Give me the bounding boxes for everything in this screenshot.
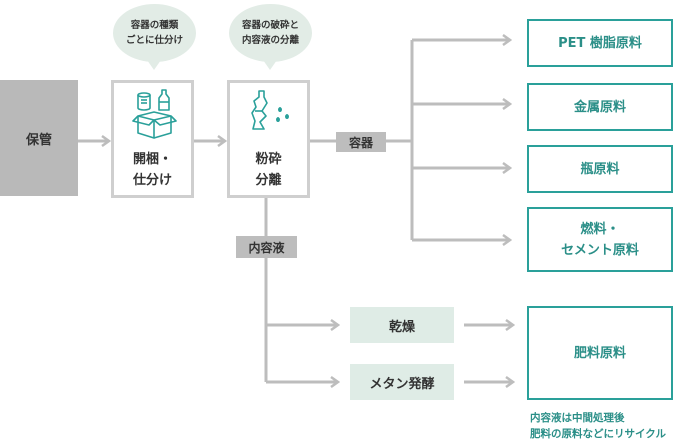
fuel-cement-label-line1: 燃料・ (580, 221, 620, 237)
drying-process: 乾燥 (350, 307, 454, 343)
crushed-bottle-icon (251, 90, 289, 130)
storage-box: 保管 (0, 80, 78, 196)
unpack-sort-step: 開梱・ 仕分け (111, 80, 194, 198)
crush-note-line1: 容器の破砕と (241, 20, 299, 31)
fertilizer-label: 肥料原料 (573, 345, 626, 361)
unpack-bubble-tail (147, 60, 161, 70)
metal-output: 金属原料 (527, 83, 673, 131)
container-branch-label: 容器 (348, 135, 373, 150)
fuel-cement-output: 燃料・ セメント原料 (527, 207, 673, 272)
recycle-note-line2: 肥料の原料などにリサイクル (530, 428, 666, 440)
unpack-step-label-line2: 仕分け (132, 173, 172, 188)
recycle-note: 内容液は中間処理後 肥料の原料などにリサイクル (530, 410, 666, 442)
unpack-note-line2: ごとに仕分け (125, 35, 183, 46)
methane-fermentation-process: メタン発酵 (350, 364, 454, 400)
crush-step-label-line1: 粉砕 (255, 152, 282, 167)
unpack-note-line1: 容器の種類 (130, 20, 179, 31)
crush-note-line2: 内容液の分離 (241, 35, 299, 46)
recycle-note-line1: 内容液は中間処理後 (530, 412, 625, 424)
methane-fermentation-label: メタン発酵 (369, 376, 435, 392)
unpack-note-bubble: 容器の種類 ごとに仕分け (113, 4, 196, 62)
crush-note-bubble: 容器の破砕と 内容液の分離 (229, 4, 312, 62)
pet-resin-output: PET 樹脂原料 (527, 19, 673, 67)
storage-label: 保管 (25, 132, 52, 148)
pet-resin-label: PET 樹脂原料 (558, 35, 642, 51)
unpack-step-label-line1: 開梱・ (132, 152, 172, 167)
container-branch-tag: 容器 (336, 132, 386, 152)
box-with-containers-icon (132, 89, 177, 139)
content-branch-label: 内容液 (248, 240, 285, 255)
crush-bubble-tail (263, 60, 277, 70)
fuel-cement-label-line2: セメント原料 (561, 242, 639, 258)
crush-step-label-line2: 分離 (255, 173, 282, 188)
metal-label: 金属原料 (573, 99, 626, 115)
crush-separate-step: 粉砕 分離 (227, 80, 310, 198)
content-branch-tag: 内容液 (236, 236, 297, 258)
bottle-label: 瓶原料 (580, 161, 620, 177)
fertilizer-output: 肥料原料 (527, 306, 673, 400)
drying-label: 乾燥 (388, 319, 415, 335)
bottle-output: 瓶原料 (527, 145, 673, 193)
